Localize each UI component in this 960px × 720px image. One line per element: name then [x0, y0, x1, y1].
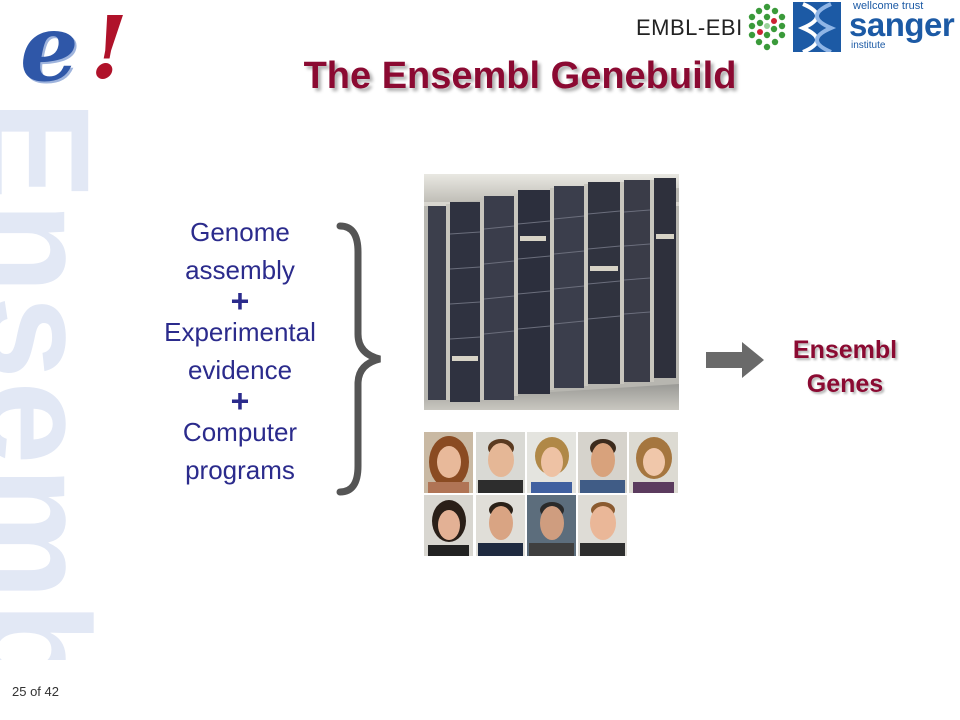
dna-helix-icon	[793, 2, 841, 52]
team-member-photo	[424, 432, 473, 493]
team-member-photo	[527, 495, 576, 556]
output-line-ensembl: Ensembl	[792, 336, 898, 364]
input-list: Genome assembly + Experimental evidence …	[135, 213, 345, 489]
ensembl-logo: e !	[18, 0, 128, 103]
team-member-photo	[476, 495, 525, 556]
right-brace-icon	[336, 222, 381, 496]
embl-hexagon-icon	[748, 3, 786, 51]
team-member-photo	[578, 495, 627, 556]
institute-text: institute	[851, 40, 886, 51]
sanger-text: sanger	[849, 6, 955, 43]
sanger-institute-logo: wellcome trust sanger institute	[793, 0, 959, 52]
embl-ebi-logo-text: EMBL-EBI	[636, 15, 743, 40]
input-genome: Genome	[190, 217, 290, 247]
input-programs: programs	[185, 455, 295, 485]
watermark-text: Ensembl	[0, 100, 115, 660]
ensembl-watermark: Ensembl	[0, 100, 115, 660]
team-member-photo	[424, 495, 473, 556]
arrow-right-icon	[706, 342, 764, 378]
output-line-genes: Genes	[806, 370, 884, 398]
plus-sign: +	[230, 383, 250, 419]
logo-e: e	[20, 0, 79, 102]
input-evidence: evidence	[187, 355, 293, 385]
team-member-photo	[527, 432, 576, 493]
team-member-photo	[578, 432, 627, 493]
team-member-photo	[476, 432, 525, 493]
logo-exclamation: !	[90, 0, 128, 99]
team-member-photo	[629, 432, 678, 493]
wellcome-trust-text: wellcome trust	[853, 0, 924, 12]
input-experimental: Experimental	[164, 317, 316, 347]
input-computer: Computer	[182, 417, 298, 447]
output-label: Ensembl Genes	[770, 333, 920, 401]
slide-number: 25 of 42	[12, 684, 59, 699]
plus-sign: +	[230, 283, 250, 319]
input-assembly: assembly	[185, 255, 295, 285]
slide-title: The Ensembl Genebuild	[303, 55, 737, 97]
server-farm-photo	[424, 174, 679, 410]
